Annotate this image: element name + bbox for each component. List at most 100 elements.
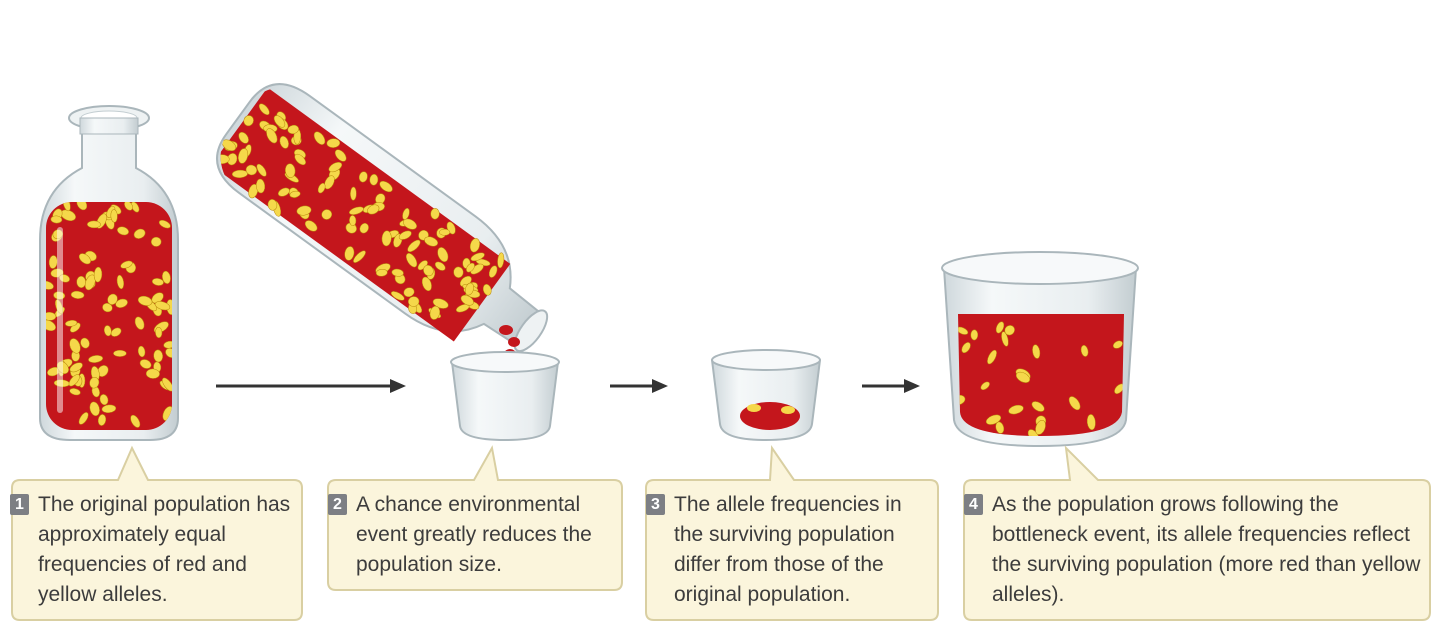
yellow-allele — [266, 128, 278, 144]
yellow-allele — [1086, 414, 1096, 431]
yellow-allele — [1008, 404, 1024, 415]
yellow-allele — [46, 319, 56, 332]
yellow-allele — [150, 236, 162, 247]
yellow-allele — [423, 264, 434, 277]
step-number-3: 3 — [646, 494, 665, 515]
yellow-allele — [430, 208, 440, 220]
yellow-allele — [1068, 396, 1081, 411]
yellow-allele — [970, 329, 979, 341]
yellow-allele — [358, 171, 368, 183]
yellow-allele — [245, 164, 258, 176]
yellow-allele — [153, 349, 163, 363]
caption-box-4 — [963, 445, 1431, 621]
yellow-allele — [279, 135, 289, 149]
yellow-allele — [390, 291, 405, 301]
yellow-allele — [76, 276, 86, 288]
yellow-allele — [65, 319, 78, 327]
yellow-allele — [349, 215, 357, 227]
caption-box-1 — [11, 445, 303, 621]
yellow-allele — [145, 368, 160, 379]
yellow-allele — [120, 260, 133, 269]
yellow-allele — [139, 359, 152, 369]
yellow-allele — [84, 274, 96, 291]
step-number-1: 1 — [10, 494, 29, 515]
yellow-allele — [437, 247, 449, 263]
caption-1: 1 The original population has approximat… — [10, 490, 298, 610]
yellow-allele — [87, 220, 101, 229]
yellow-allele — [137, 295, 153, 306]
yellow-allele — [130, 414, 141, 428]
yellow-allele — [381, 230, 392, 247]
yellow-allele — [116, 274, 124, 290]
yellow-allele — [117, 226, 129, 236]
yellow-allele — [62, 202, 71, 212]
yellow-allele — [296, 205, 312, 216]
yellow-allele — [317, 183, 326, 194]
yellow-allele — [466, 262, 475, 273]
yellow-allele — [369, 174, 379, 186]
yellow-allele — [99, 394, 109, 406]
yellow-allele — [980, 381, 990, 391]
yellow-allele — [1080, 345, 1089, 357]
yellow-allele — [134, 316, 145, 330]
large-beaker-grown — [941, 251, 1139, 448]
yellow-allele — [162, 377, 172, 392]
original-bottle — [39, 105, 179, 441]
step-number-2: 2 — [328, 494, 347, 515]
yellow-allele — [334, 149, 347, 162]
caption-3: 3 The allele frequencies in the survivin… — [646, 490, 934, 610]
yellow-allele — [987, 349, 997, 365]
pouring-bottle — [211, 83, 549, 353]
yellow-allele — [470, 252, 485, 262]
yellow-allele — [359, 223, 369, 234]
yellow-allele — [961, 342, 971, 354]
yellow-allele — [304, 220, 318, 232]
yellow-allele — [379, 180, 393, 193]
caption-4-text: As the population grows following the bo… — [992, 493, 1421, 606]
yellow-allele — [326, 138, 341, 148]
arrow-1 — [216, 379, 406, 393]
yellow-allele — [76, 202, 88, 211]
yellow-allele — [407, 239, 421, 253]
yellow-allele — [69, 362, 83, 373]
yellow-allele — [46, 311, 57, 321]
yellow-allele — [432, 298, 449, 309]
yellow-allele — [158, 220, 171, 229]
yellow-allele — [985, 414, 1002, 425]
yellow-allele — [367, 204, 380, 215]
yellow-allele — [995, 321, 1005, 334]
yellow-allele — [1035, 420, 1046, 435]
yellow-allele — [434, 261, 446, 271]
yellow-allele — [1031, 401, 1045, 412]
yellow-allele — [349, 206, 364, 215]
yellow-allele — [50, 215, 63, 224]
yellow-allele — [1001, 331, 1009, 347]
yellow-allele — [398, 230, 412, 240]
caption-box-3 — [645, 445, 939, 621]
yellow-allele — [456, 304, 470, 313]
yellow-allele — [391, 268, 404, 277]
yellow-allele — [255, 178, 266, 194]
yellow-allele — [133, 228, 146, 239]
yellow-allele — [89, 376, 100, 389]
yellow-allele — [248, 184, 259, 199]
yellow-allele — [110, 209, 118, 223]
yellow-allele — [439, 228, 451, 236]
yellow-allele — [405, 253, 418, 268]
yellow-allele — [328, 161, 343, 173]
yellow-allele — [89, 401, 100, 417]
yellow-allele — [294, 153, 306, 166]
yellow-allele — [256, 163, 267, 177]
yellow-allele — [115, 298, 128, 308]
yellow-allele — [124, 202, 133, 211]
caption-4: 4 As the population grows following the … — [964, 490, 1426, 610]
yellow-allele — [267, 199, 278, 211]
yellow-allele — [958, 326, 969, 335]
yellow-allele — [258, 103, 270, 116]
caption-3-text: The allele frequencies in the surviving … — [674, 493, 902, 606]
yellow-allele — [273, 115, 286, 128]
yellow-allele — [155, 326, 163, 339]
yellow-allele — [80, 337, 90, 349]
arrow-3 — [862, 379, 920, 393]
yellow-allele — [497, 252, 505, 269]
